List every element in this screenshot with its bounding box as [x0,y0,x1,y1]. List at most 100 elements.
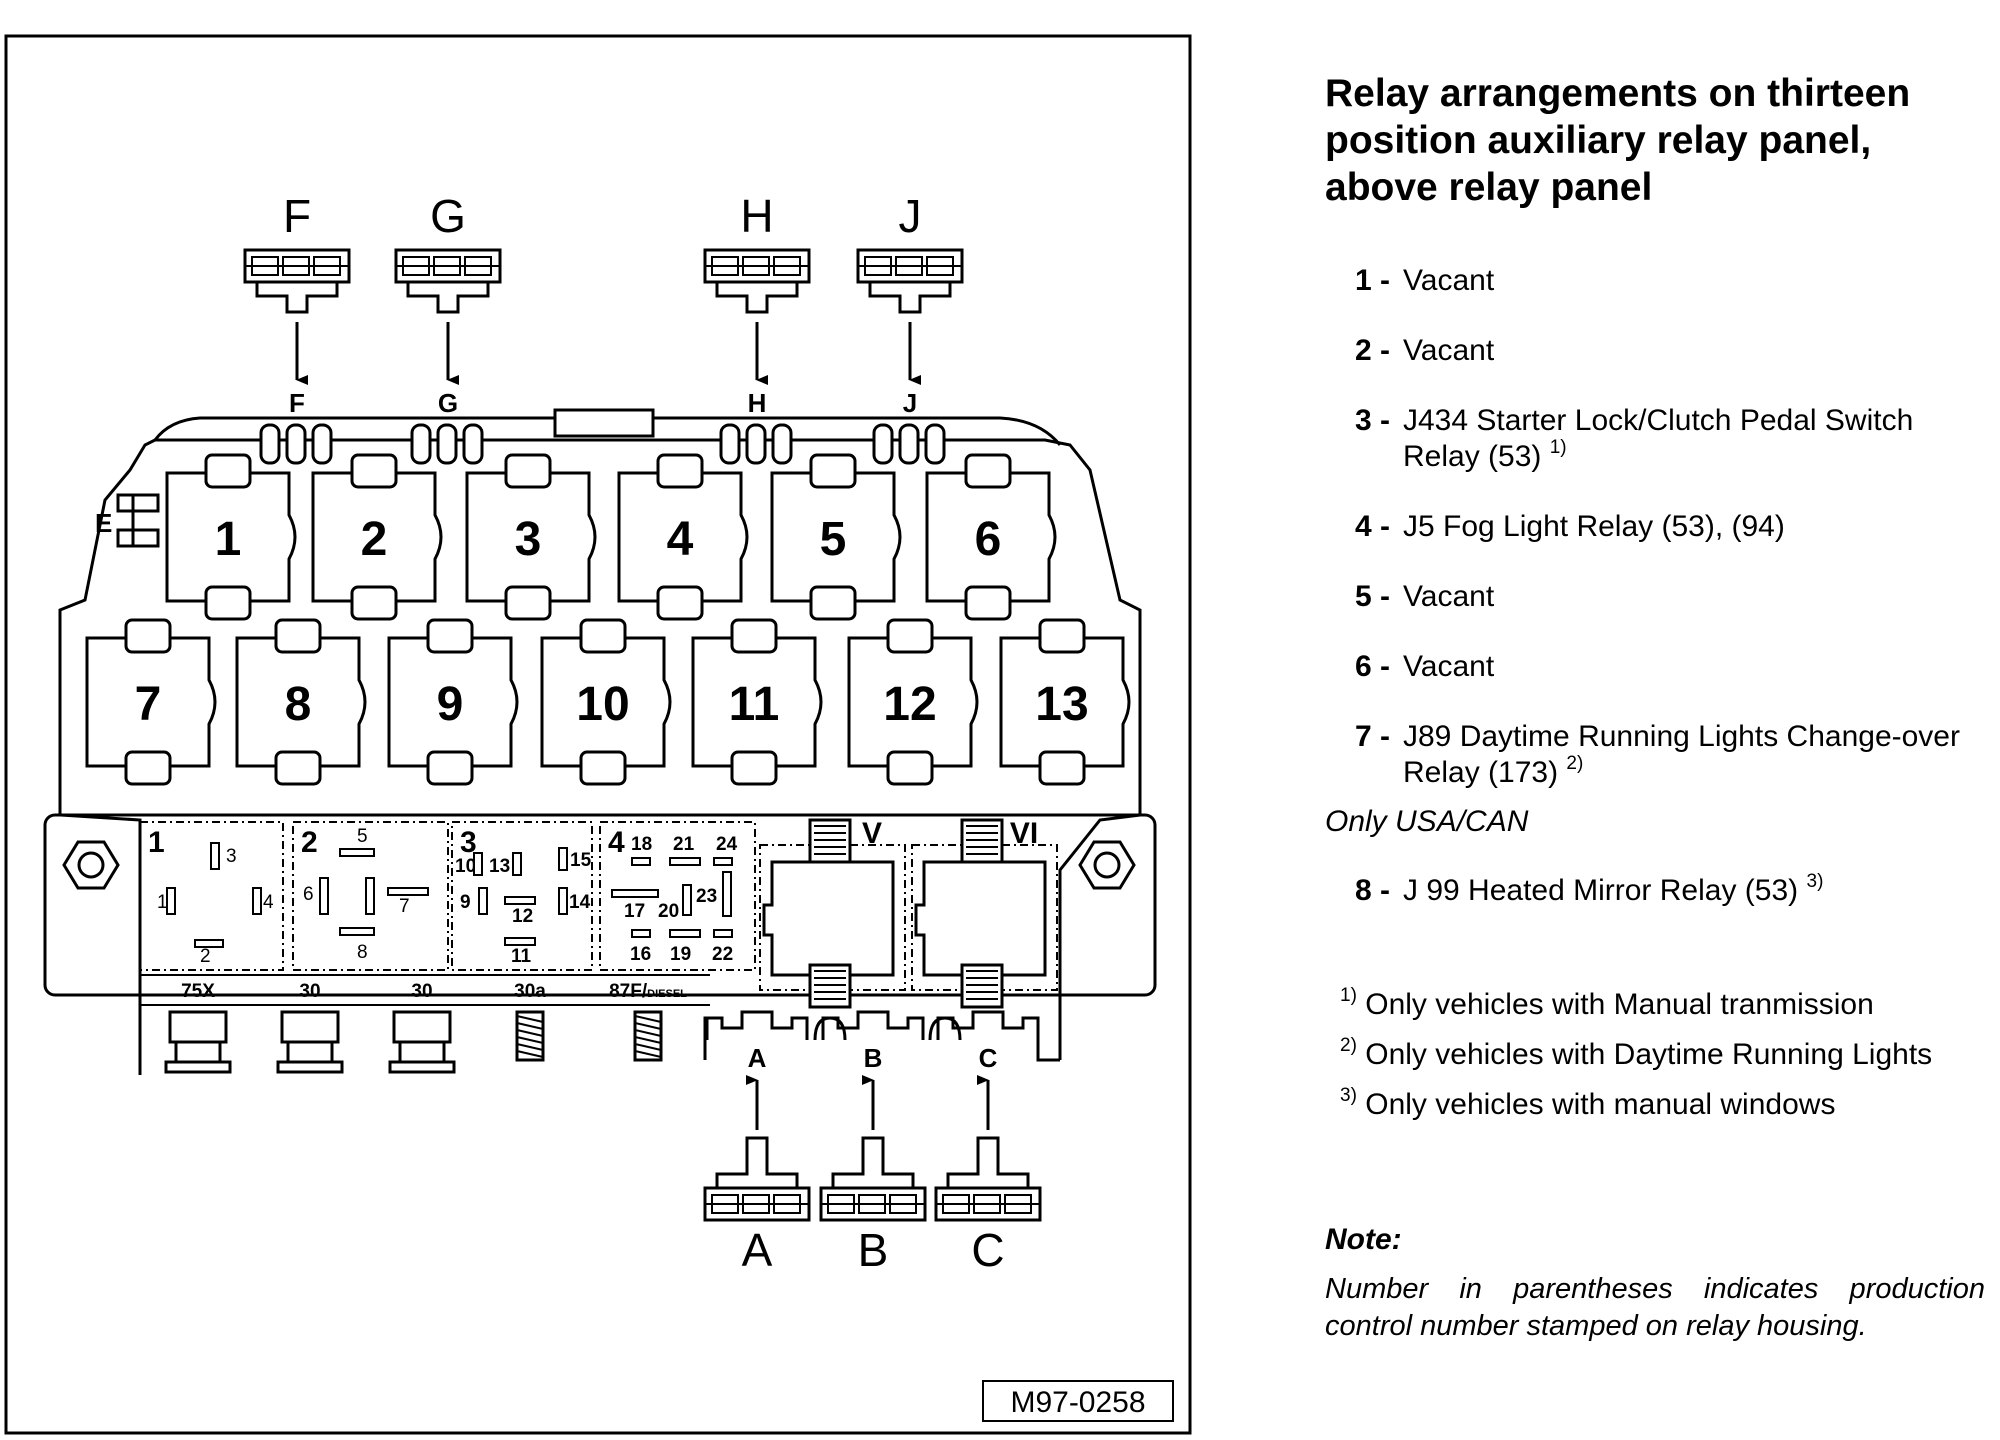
connector-port-label-J: J [903,388,917,418]
relay-number-3: 3 [515,513,542,566]
legend-item: 6 - Vacant [1325,649,1985,685]
legend-item: 2 -Vacant [1325,333,1985,369]
legend-item-text: Vacant [1403,264,1495,297]
legend-item-text: Vacant [1403,650,1495,683]
legend-item: 5 -Vacant [1325,579,1985,615]
legend-item-text: J5 Fog Light Relay (53), (94) [1403,510,1785,543]
legend-item-number: 1 - [1355,264,1391,297]
relay-position-1: 1 [165,453,297,621]
connector-letter-F: F [283,190,311,242]
top-connector-F: FF [243,190,351,465]
terminal-label-30: 30 [299,981,320,1002]
block3-pin-10: 10 [455,856,476,877]
legend-item-footnote-ref: 3) [1806,871,1824,892]
socket-label-V: V [862,817,882,850]
block4-pin-17: 17 [624,901,645,922]
terminal-label-87F: 87F/DIESEL [609,981,687,1002]
block3-pin-15: 15 [570,850,592,871]
legend-item-number: 2 - [1355,334,1391,367]
terminal-30: 30 [276,981,344,1074]
block3-pin-9: 9 [460,892,471,913]
block4-pin-22: 22 [712,944,733,965]
legend-item-text: J434 Starter Lock/Clutch Pedal Switch Re… [1403,404,1914,473]
fuse-block-number-2: 2 [301,826,318,859]
terminal-75X: 75X [164,981,232,1074]
relay-position-6: 6 [925,453,1057,621]
relay-position-3: 3 [465,453,597,621]
legend-item: 3 - J434 Starter Lock/Clutch Pedal Switch… [1325,403,1985,475]
legend-item-footnote-ref: 2) [1566,753,1584,774]
legend-item-number: 3 - [1355,404,1391,437]
side-connector-E: E [95,493,160,548]
legend-item-text: J89 Daytime Running Lights Change-over R… [1403,720,1960,789]
connector-letter-C: C [971,1224,1004,1276]
mounting-nut-right [1078,840,1136,890]
terminal-label-30: 30 [411,981,432,1002]
port-links [813,1016,962,1041]
relay-number-12: 12 [883,678,936,731]
relay-number-2: 2 [361,513,388,566]
fuse-block-number-4: 4 [608,826,625,859]
block4-pin-18: 18 [631,834,652,855]
block1-pin-3: 3 [226,846,237,867]
socket-V: V [759,817,906,1009]
figure-id-box [982,1380,1174,1422]
diagram-frame [4,34,1192,1435]
legend-item-footnote-ref: 1) [1549,437,1567,458]
relay-number-9: 9 [437,678,464,731]
socket-VI: VI [911,817,1058,1009]
legend-title: Relay arrangements on thirteen position … [1325,72,1911,209]
connector-letter-J: J [899,190,922,242]
relay-position-12: 12 [847,618,979,786]
block2-pin-7: 7 [399,896,410,917]
legend-item-number: 8 - [1355,874,1391,907]
block1-pin-4: 4 [263,892,274,913]
fuse-block-number-1: 1 [148,826,165,859]
relay-number-7: 7 [135,678,162,731]
legend-item-number: 4 - [1355,510,1391,543]
connector-port-label-C: C [979,1043,998,1073]
relay-position-11: 11 [691,618,823,786]
terminal-label-75X: 75X [181,981,215,1002]
block4-pin-16: 16 [630,944,651,965]
terminal-87F/DIESEL: 87F/DIESEL [609,981,687,1062]
legend-item-number: 6 - [1355,650,1391,683]
connector-letter-A: A [742,1224,773,1276]
footnote-mark: 2) [1340,1035,1357,1056]
panel-bulge [153,416,1062,446]
terminal-30: 30 [388,981,456,1074]
top-connector-H: HH [703,190,811,465]
relay-number-6: 6 [975,513,1002,566]
block2-pin-6: 6 [303,884,314,905]
bottom-connector-A: AA [703,1010,811,1276]
footnote-text: Only vehicles with Manual tranmission [1356,988,1874,1021]
footnotes: 1) Only vehicles with Manual tranmission… [1325,985,1985,1123]
only-usa-can: Only USA/CAN [1325,805,1529,838]
footnote-mark: 1) [1340,985,1357,1006]
block4-pin-19: 19 [670,944,691,965]
relay-position-10: 10 [540,618,672,786]
top-connector-G: GG [394,190,502,465]
relay-number-11: 11 [729,678,780,731]
block4-pin-23: 23 [696,886,717,907]
footnote: 1) Only vehicles with Manual tranmission [1325,985,1985,1023]
connector-letter-B: B [858,1224,889,1276]
legend-panel: Relay arrangements on thirteen position … [1325,70,1985,1345]
legend-item: 7 -J89 Daytime Running Lights Change-ove… [1325,719,1985,791]
fuse-block-number-3: 3 [460,826,477,859]
connector-label-E: E [95,508,112,538]
footnote-mark: 3) [1340,1085,1357,1106]
connector-port-label-F: F [289,388,305,418]
block3-pin-14: 14 [569,892,591,913]
top-connector-J: JJ [856,190,964,465]
block3-pin-12: 12 [512,906,533,927]
port-rail [703,1016,1060,1062]
relay-position-2: 2 [311,453,443,621]
footnote-text: Only vehicles with Daytime Running Light… [1356,1038,1933,1071]
bottom-connector-B: BB [819,1010,927,1276]
legend-item: 4 - J5 Fog Light Relay (53), (94) [1325,509,1985,545]
